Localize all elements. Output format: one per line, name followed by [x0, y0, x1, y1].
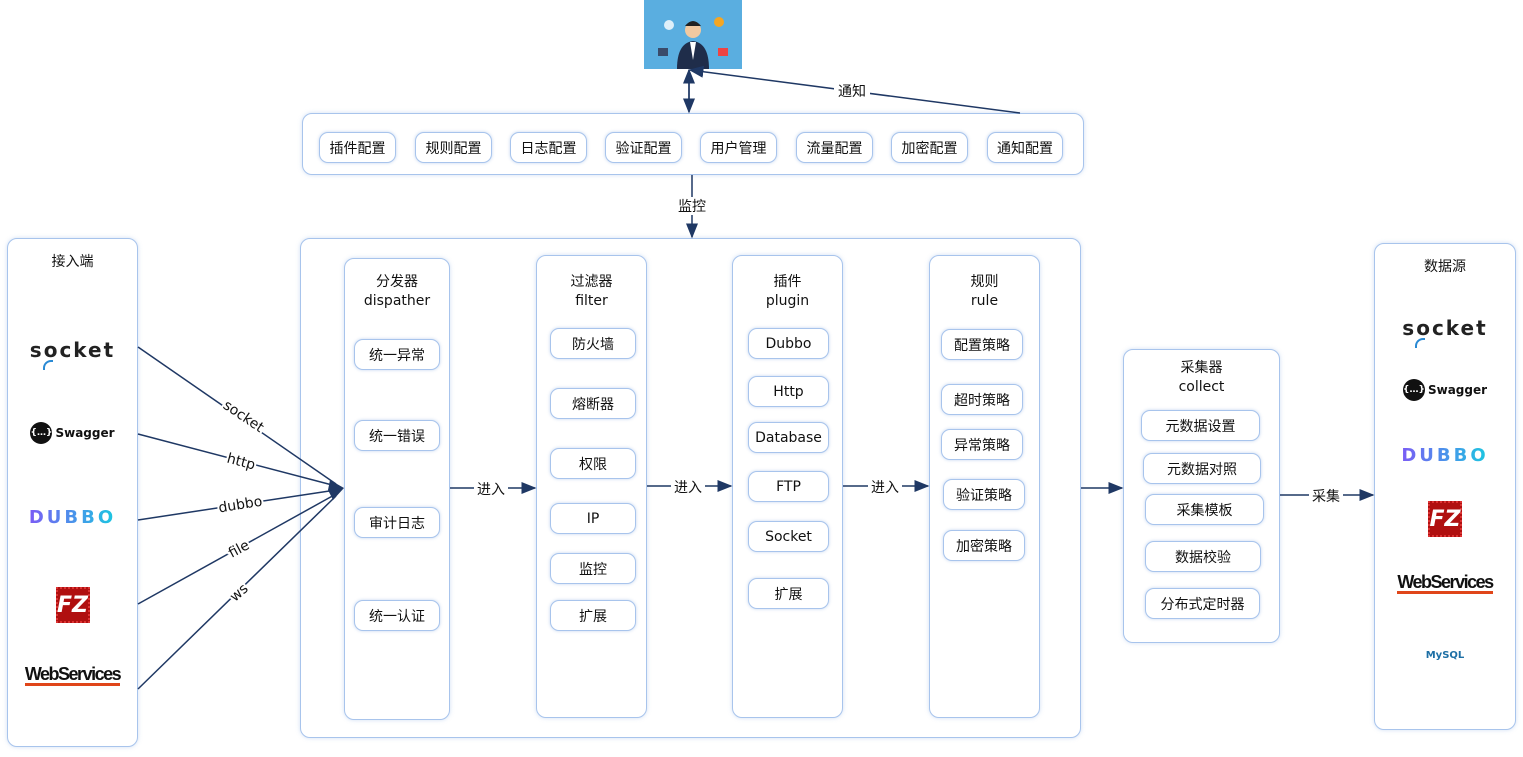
input-label-http: http [225, 451, 257, 474]
config-log[interactable]: 日志配置 [510, 132, 587, 163]
dispatcher-item[interactable]: 统一异常 [354, 339, 440, 370]
collector-item[interactable]: 数据校验 [1145, 541, 1261, 572]
filter-title: 过滤器 [570, 274, 613, 290]
filter-item[interactable]: 权限 [550, 448, 636, 479]
input-label-dubbo: dubbo [217, 494, 263, 517]
notify-arrow [688, 65, 1021, 114]
dispatcher-item[interactable]: 统一错误 [354, 420, 440, 451]
rule-item[interactable]: 超时策略 [941, 384, 1023, 415]
dispatcher-subtitle: dispather [363, 293, 431, 309]
filezilla-logo-icon: FZ [7, 586, 138, 624]
filter-subtitle: filter [575, 293, 608, 309]
access-title: 接入端 [51, 254, 94, 270]
config-user[interactable]: 用户管理 [700, 132, 777, 163]
config-encrypt[interactable]: 加密配置 [891, 132, 968, 163]
dispatcher-title: 分发器 [376, 274, 418, 290]
collector-title: 采集器 [1180, 360, 1223, 376]
plugin-title: 插件 [773, 274, 802, 290]
notify-label: 通知 [838, 83, 866, 100]
webservices-logo-icon: WebServices [24, 663, 122, 686]
config-plugin[interactable]: 插件配置 [319, 132, 396, 163]
filter-item[interactable]: 监控 [550, 553, 636, 584]
datasource-panel: 数据源 [1374, 243, 1516, 730]
filter-column: 过滤器 filter [536, 255, 647, 718]
rule-item[interactable]: 验证策略 [943, 479, 1025, 510]
rule-item[interactable]: 异常策略 [941, 429, 1023, 460]
input-label-socket: socket [220, 397, 267, 436]
collector-item[interactable]: 分布式定时器 [1145, 588, 1260, 619]
filter-item[interactable]: 熔断器 [550, 388, 636, 419]
input-label-ws: ws [227, 581, 252, 605]
plugin-item[interactable]: FTP [748, 471, 829, 502]
filter-item[interactable]: 防火墙 [550, 328, 636, 359]
datasource-title: 数据源 [1424, 259, 1466, 275]
collector-item[interactable]: 采集模板 [1145, 494, 1264, 525]
config-notify[interactable]: 通知配置 [987, 132, 1063, 163]
webservices-logo-icon: WebServices [1397, 571, 1494, 594]
rule-subtitle: rule [970, 293, 999, 309]
dubbo-logo-icon: DUBBO [1401, 444, 1489, 466]
plugin-item[interactable]: Socket [748, 521, 829, 552]
dispatcher-item[interactable]: 审计日志 [354, 507, 440, 538]
plugin-item[interactable]: Database [748, 422, 829, 453]
plugin-item[interactable]: Dubbo [748, 328, 829, 359]
rule-item[interactable]: 配置策略 [941, 329, 1023, 360]
user-illustration-icon [644, 0, 742, 69]
rule-title: 规则 [970, 274, 999, 290]
mysql-logo-icon: MySQL [1425, 649, 1465, 661]
socket-logo-icon: socket [1402, 316, 1488, 348]
collect-label: 采集 [1312, 488, 1340, 505]
swagger-logo-icon: {…}Swagger [7, 420, 138, 446]
filezilla-logo-icon: FZ [1374, 500, 1516, 538]
config-traffic[interactable]: 流量配置 [796, 132, 873, 163]
swagger-logo-icon: {…}Swagger [1374, 377, 1516, 403]
dispatcher-item[interactable]: 统一认证 [354, 600, 440, 631]
collector-item[interactable]: 元数据设置 [1141, 410, 1260, 441]
plugin-item[interactable]: Http [748, 376, 829, 407]
filter-item[interactable]: 扩展 [550, 600, 636, 631]
rule-item[interactable]: 加密策略 [943, 530, 1025, 561]
dubbo-logo-icon: DUBBO [28, 506, 117, 528]
socket-logo-icon: socket [29, 338, 116, 370]
access-panel: 接入端 [7, 238, 138, 747]
config-auth[interactable]: 验证配置 [605, 132, 682, 163]
dispatcher-column: 分发器 dispather [344, 258, 450, 720]
collector-subtitle: collect [1178, 379, 1225, 395]
monitor-label: 监控 [678, 199, 706, 215]
plugin-item[interactable]: 扩展 [748, 578, 829, 609]
collector-item[interactable]: 元数据对照 [1143, 453, 1261, 484]
config-rule[interactable]: 规则配置 [415, 132, 492, 163]
plugin-subtitle: plugin [765, 293, 810, 309]
input-label-file: file [226, 537, 252, 561]
filter-item[interactable]: IP [550, 503, 636, 534]
